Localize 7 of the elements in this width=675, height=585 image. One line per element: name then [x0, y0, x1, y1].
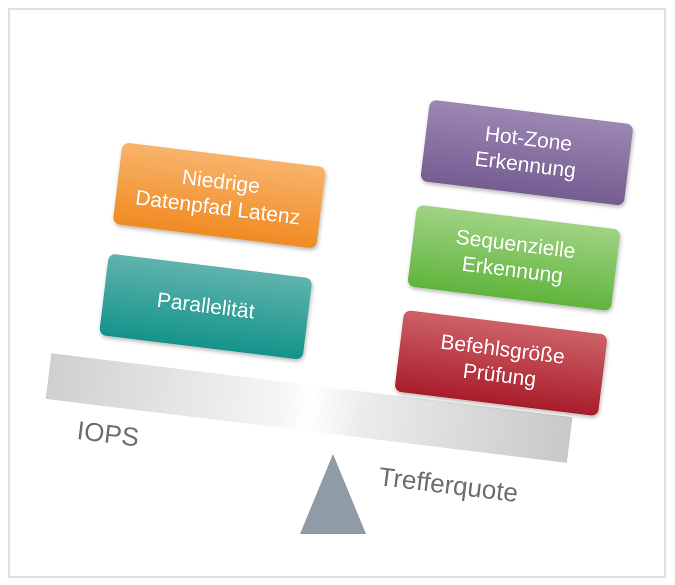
process-box: Sequenzielle Erkennung [407, 204, 621, 312]
process-box: Hot-Zone Erkennung [420, 99, 634, 206]
scale-label: IOPS [75, 415, 141, 454]
process-box: Befehlsgröße Prüfung [394, 310, 608, 416]
process-box: Parallelität [98, 254, 312, 360]
process-box: Niedrige Datenpfad Latenz [112, 142, 326, 249]
scale-label: Trefferquote [376, 461, 520, 509]
